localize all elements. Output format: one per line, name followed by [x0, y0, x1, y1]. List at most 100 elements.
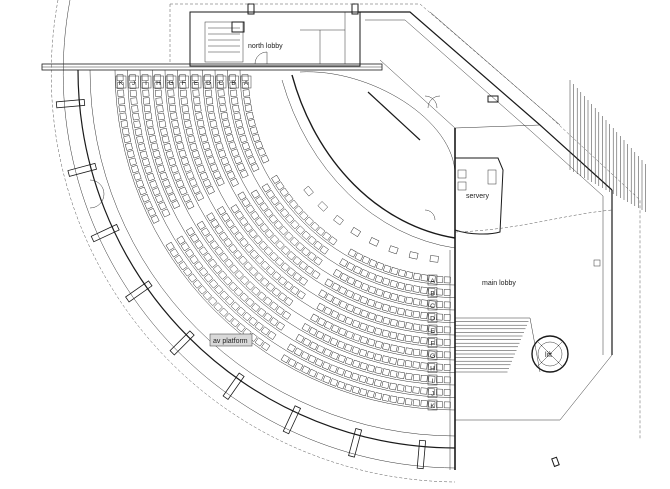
seat	[412, 336, 420, 344]
seat	[257, 307, 267, 317]
seat	[166, 81, 174, 89]
seat	[359, 388, 368, 397]
seat	[412, 373, 421, 382]
seat	[118, 104, 126, 113]
seat	[200, 227, 211, 237]
row-label-box	[153, 75, 164, 89]
seat	[165, 150, 174, 159]
lift-label: lift	[545, 352, 552, 359]
buttress	[169, 330, 195, 356]
row-label-right: B	[430, 291, 434, 298]
seat	[185, 171, 195, 180]
seat	[443, 389, 451, 396]
seat	[230, 89, 238, 97]
seat	[212, 170, 222, 180]
seat	[136, 135, 144, 144]
seat	[288, 199, 299, 209]
seat	[367, 272, 376, 281]
seat	[412, 298, 421, 306]
seat	[142, 89, 150, 97]
seat	[321, 361, 331, 370]
seat	[217, 270, 228, 280]
seat	[230, 204, 240, 214]
seat	[203, 273, 214, 283]
front-seat	[303, 185, 314, 197]
seat	[315, 330, 325, 340]
seat	[307, 251, 317, 261]
north-lobby-block	[169, 3, 420, 67]
seat	[436, 351, 444, 359]
seat-row-arc	[202, 69, 456, 323]
row-label-box	[240, 75, 252, 89]
seat	[123, 135, 132, 144]
seat	[119, 112, 127, 121]
seat	[254, 321, 264, 331]
seat	[187, 273, 197, 283]
seat	[245, 204, 255, 214]
seat	[269, 301, 279, 311]
seat	[176, 142, 185, 151]
seat	[223, 163, 233, 173]
buttress	[282, 405, 302, 435]
seat	[263, 312, 273, 322]
seat	[322, 231, 332, 241]
seat	[168, 97, 176, 105]
seat	[435, 338, 443, 346]
row-label-top: K	[119, 80, 124, 87]
seat	[331, 296, 341, 306]
seat	[202, 291, 213, 301]
seat	[233, 249, 243, 260]
row-label-box	[427, 324, 438, 336]
row-label-right: A	[430, 278, 435, 285]
seat	[284, 296, 294, 307]
seat	[405, 347, 413, 355]
seat	[147, 127, 155, 136]
row-label-top: D	[206, 80, 211, 87]
row-label-right: E	[430, 328, 435, 335]
seat	[405, 271, 414, 279]
row-label-top: F	[182, 80, 186, 87]
seat	[185, 127, 194, 136]
seat	[319, 245, 329, 255]
seat	[239, 217, 249, 227]
seat	[248, 229, 258, 239]
seat	[313, 256, 323, 266]
seat	[155, 194, 164, 204]
seat	[300, 351, 310, 361]
row-label-top: A	[244, 80, 249, 87]
seat	[375, 261, 385, 271]
seat	[144, 112, 153, 120]
seat	[323, 348, 332, 357]
row-label-right: K	[430, 403, 435, 410]
seat	[132, 112, 140, 121]
seat	[310, 221, 320, 232]
seat	[333, 269, 342, 278]
seat	[152, 187, 161, 196]
seat	[347, 248, 357, 258]
servery-room	[454, 157, 613, 235]
seat	[292, 256, 302, 266]
seat	[213, 135, 222, 144]
seat	[382, 290, 391, 299]
seat	[121, 127, 130, 136]
rear-wall	[41, 63, 383, 71]
seat	[285, 214, 295, 224]
seat	[265, 282, 276, 292]
seat	[209, 163, 219, 172]
seat	[310, 313, 320, 323]
seat	[443, 314, 451, 321]
seat	[396, 333, 405, 341]
seat	[117, 97, 125, 105]
seat	[389, 331, 398, 340]
seat	[275, 306, 285, 316]
seat	[361, 255, 371, 265]
row-label-box	[140, 75, 152, 89]
seat	[157, 112, 165, 121]
seat	[420, 337, 428, 345]
seat	[206, 212, 216, 222]
seat	[275, 181, 285, 191]
seat	[224, 126, 232, 135]
row-label-box	[427, 299, 438, 311]
seat	[375, 288, 384, 297]
seat	[215, 177, 225, 187]
